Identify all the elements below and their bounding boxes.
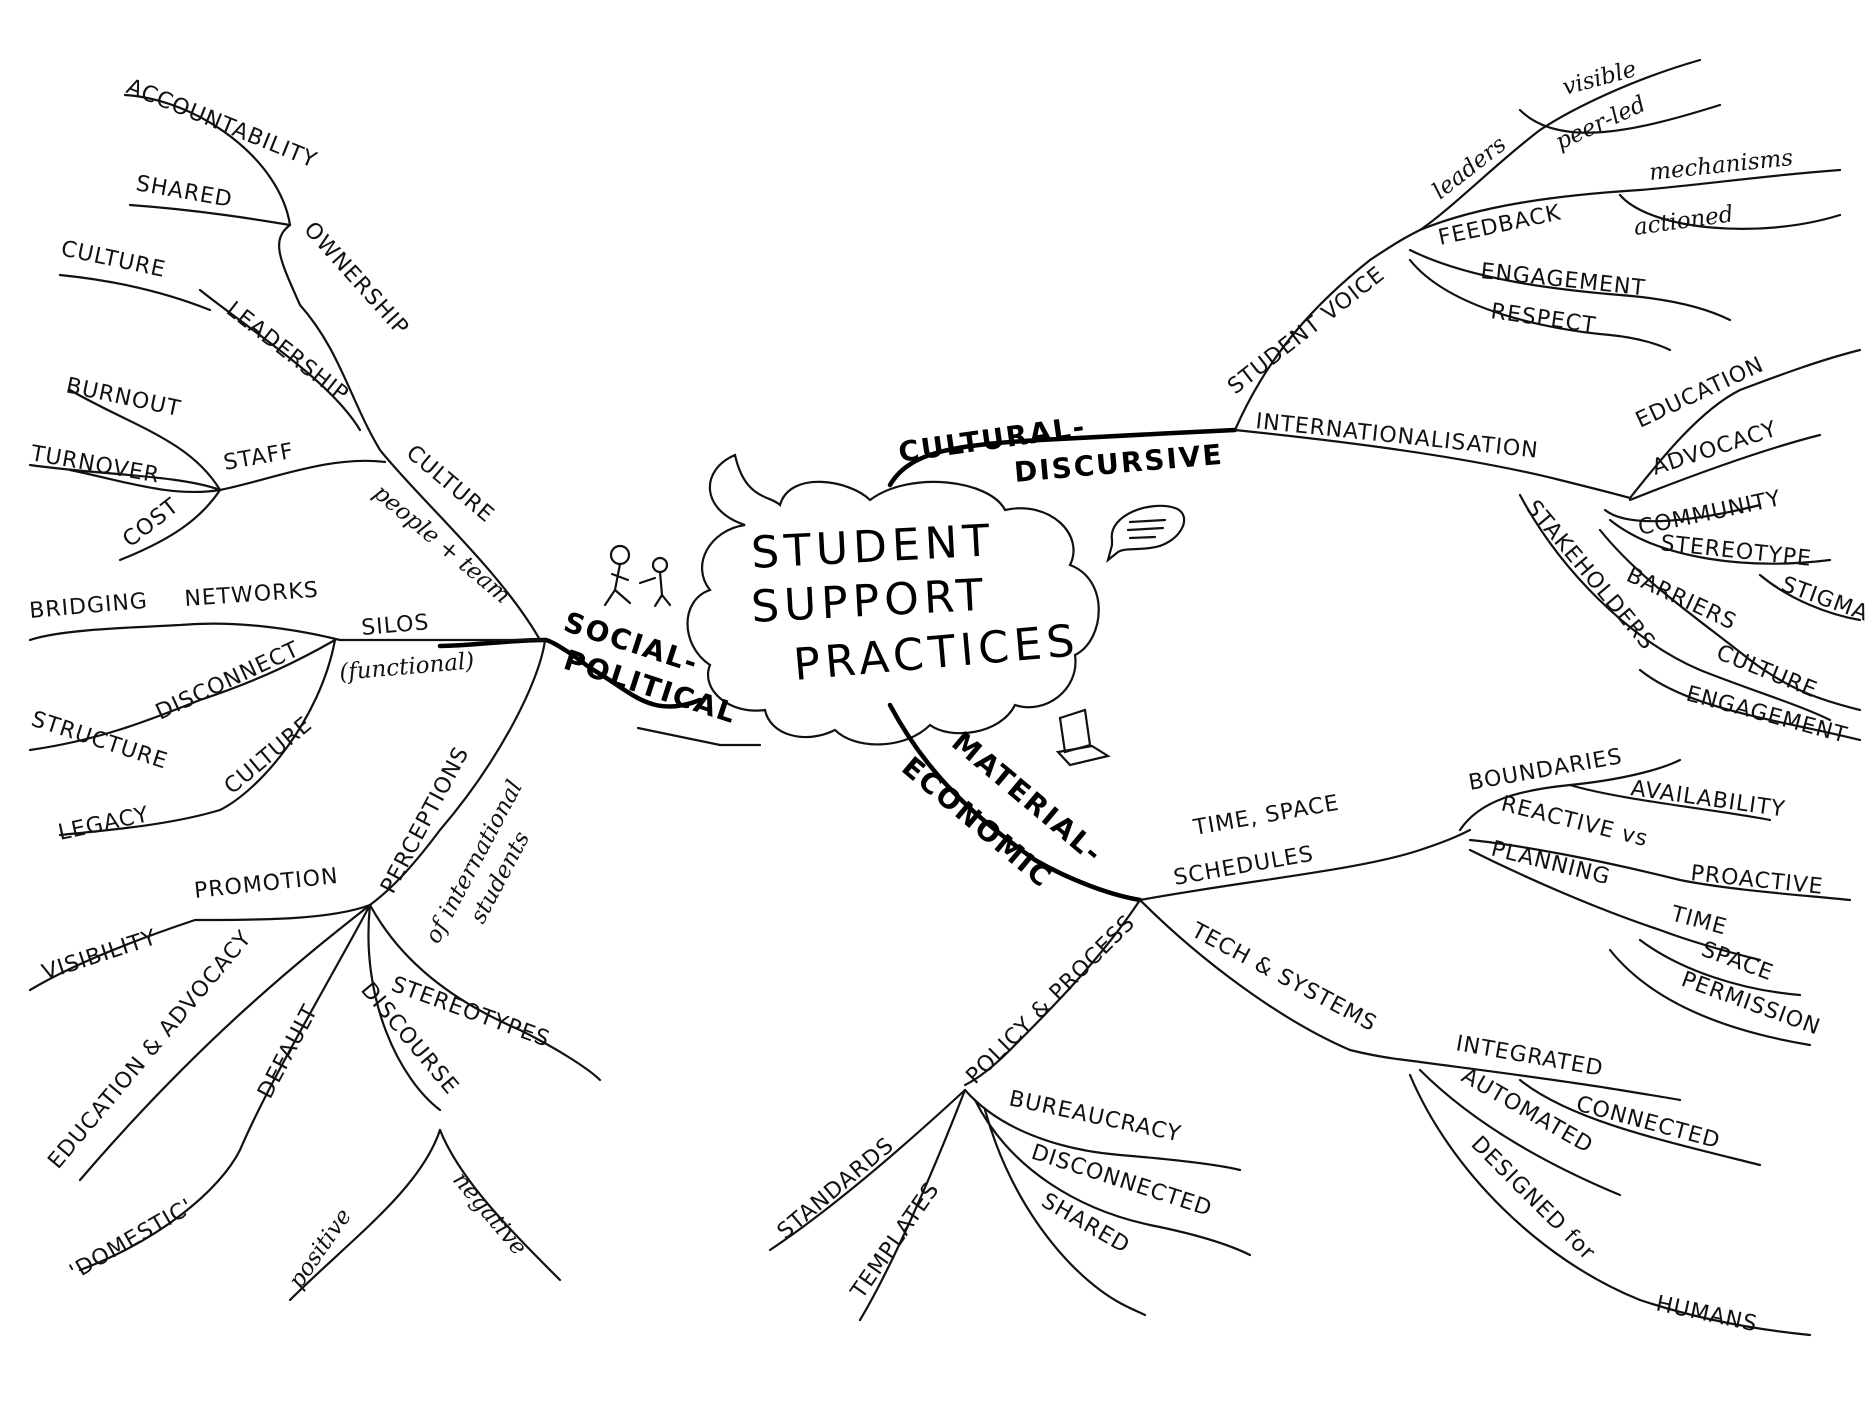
legacy-label: LEGACY [56, 802, 151, 846]
staff-label: STAFF [222, 439, 296, 476]
center-title-line1: STUDENT [750, 515, 996, 579]
stereotype-label: STEREOTYPE [1659, 531, 1813, 572]
promotion-label: PROMOTION [193, 864, 340, 904]
community-label: COMMUNITY [1636, 486, 1784, 541]
time-space-label: TIME, SPACE [1191, 791, 1342, 841]
structure-label: STRUCTURE [28, 707, 171, 775]
student-voice-label: STUDENT VOICE [1223, 262, 1390, 400]
tech-systems-label: TECH & SYSTEMS [1186, 918, 1381, 1037]
people-doodle-icon [603, 544, 672, 608]
actioned-label: actioned [1632, 201, 1735, 241]
negative-label: negative [447, 1167, 531, 1260]
standards-label: STANDARDS [773, 1133, 899, 1245]
time-label: TIME [1667, 901, 1729, 940]
center-title-line2: SUPPORT [750, 570, 989, 633]
accountability-label: ACCOUNTABILITY [123, 74, 321, 173]
stigma-label: STIGMA [1778, 572, 1872, 627]
planning-label: PLANNING [1489, 837, 1613, 891]
bridging-label: BRIDGING [28, 589, 149, 624]
humans-label: HUMANS [1654, 1291, 1760, 1337]
proactive-label: PROACTIVE [1689, 861, 1824, 900]
templates-label: TEMPLATES [846, 1178, 945, 1305]
advocacy-label: ADVOCACY [1649, 417, 1780, 481]
visibility-label: VISIBILITY [39, 925, 160, 986]
center-node: STUDENT SUPPORT PRACTICES [686, 453, 1100, 746]
policy-process-label: POLICY & PROCESS [962, 910, 1141, 1089]
leaders-label: leaders [1428, 131, 1512, 204]
visible-label: visible [1560, 56, 1639, 101]
silos-culture-label: CULTURE [220, 712, 318, 800]
respect-label: RESPECT [1489, 299, 1598, 339]
networks-label: NETWORKS [184, 578, 320, 612]
default-label: DEFAULT [253, 1001, 323, 1103]
engagement2-label: ENGAGEMENT [1683, 682, 1850, 749]
cost-label: COST [118, 494, 184, 553]
education-label: EDUCATION [1632, 352, 1768, 433]
availability-label: AVAILABILITY [1629, 776, 1787, 822]
bureaucracy-label: BUREAUCRACY [1007, 1086, 1184, 1147]
functional-label: (functional) [338, 648, 475, 686]
domestic-label: 'DOMESTIC' [66, 1194, 198, 1285]
positive-label: positive [284, 1204, 357, 1293]
internationalisation-label: INTERNATIONALISATION [1254, 409, 1539, 464]
people-team-label: people + team [368, 480, 515, 609]
engagement-label: ENGAGEMENT [1479, 259, 1647, 301]
ownership-label: OWNERSHIP [299, 217, 414, 341]
connected-label: CONNECTED [1573, 1092, 1723, 1154]
feedback-label: FEEDBACK [1436, 200, 1563, 250]
center-cloud-shape [686, 453, 1100, 746]
mechanisms-label: mechanisms [1648, 145, 1795, 186]
disconnect-label: DISCONNECT [152, 637, 304, 725]
turnover-label: TURNOVER [28, 441, 162, 488]
shared-label-material: SHARED [1037, 1189, 1134, 1259]
branch-social-political: SOCIAL- POLITICAL CULTURE people + team … [28, 74, 762, 1302]
laptop-icon [1055, 708, 1111, 767]
silos-label: SILOS [360, 610, 430, 641]
branch-material-economic: MATERIAL- ECONOMIC TIME, SPACE SCHEDULES… [768, 725, 1852, 1337]
burnout-label: BURNOUT [64, 373, 183, 422]
speech-bubble-icon [1106, 504, 1186, 563]
